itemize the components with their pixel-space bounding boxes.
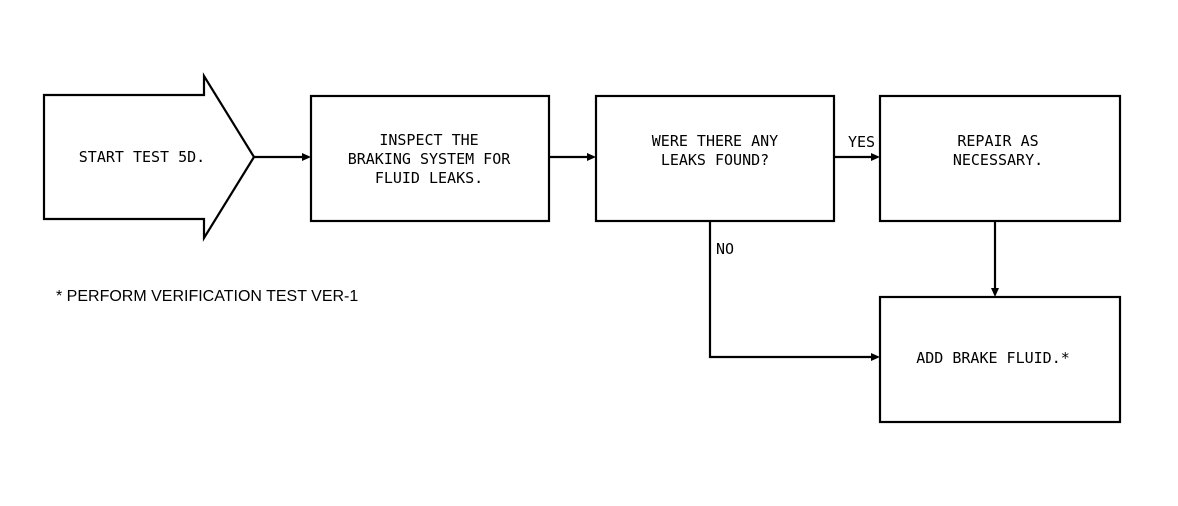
start-arrow-shape — [42, 72, 256, 242]
arrowhead-add-fluid-left — [871, 353, 880, 361]
inspect-line-3: FLUID LEAKS. — [375, 169, 483, 187]
arrowhead-decision — [587, 153, 596, 161]
no-label: NO — [716, 240, 734, 258]
add-fluid-box — [878, 295, 1122, 424]
inspect-line-1: INSPECT THE — [379, 131, 478, 149]
decision-line-1: WERE THERE ANY — [652, 132, 778, 150]
footnote: * PERFORM VERIFICATION TEST VER-1 — [56, 288, 358, 305]
decision-box — [594, 94, 836, 223]
repair-line-2: NECESSARY. — [953, 151, 1043, 169]
arrow-decision-to-add-fluid — [708, 221, 872, 359]
arrowhead-repair — [871, 153, 880, 161]
arrowhead-add-fluid-top — [991, 288, 999, 297]
decision-line-2: LEAKS FOUND? — [661, 151, 769, 169]
arrowhead-inspect — [302, 153, 311, 161]
inspect-line-2: BRAKING SYSTEM FOR — [348, 150, 512, 168]
inspect-box — [309, 94, 551, 223]
add-fluid-label: ADD BRAKE FLUID.* — [916, 349, 1070, 367]
repair-line-1: REPAIR AS — [957, 132, 1038, 150]
repair-box — [878, 94, 1122, 223]
yes-label: YES — [848, 133, 875, 151]
start-label: START TEST 5D. — [79, 148, 205, 166]
